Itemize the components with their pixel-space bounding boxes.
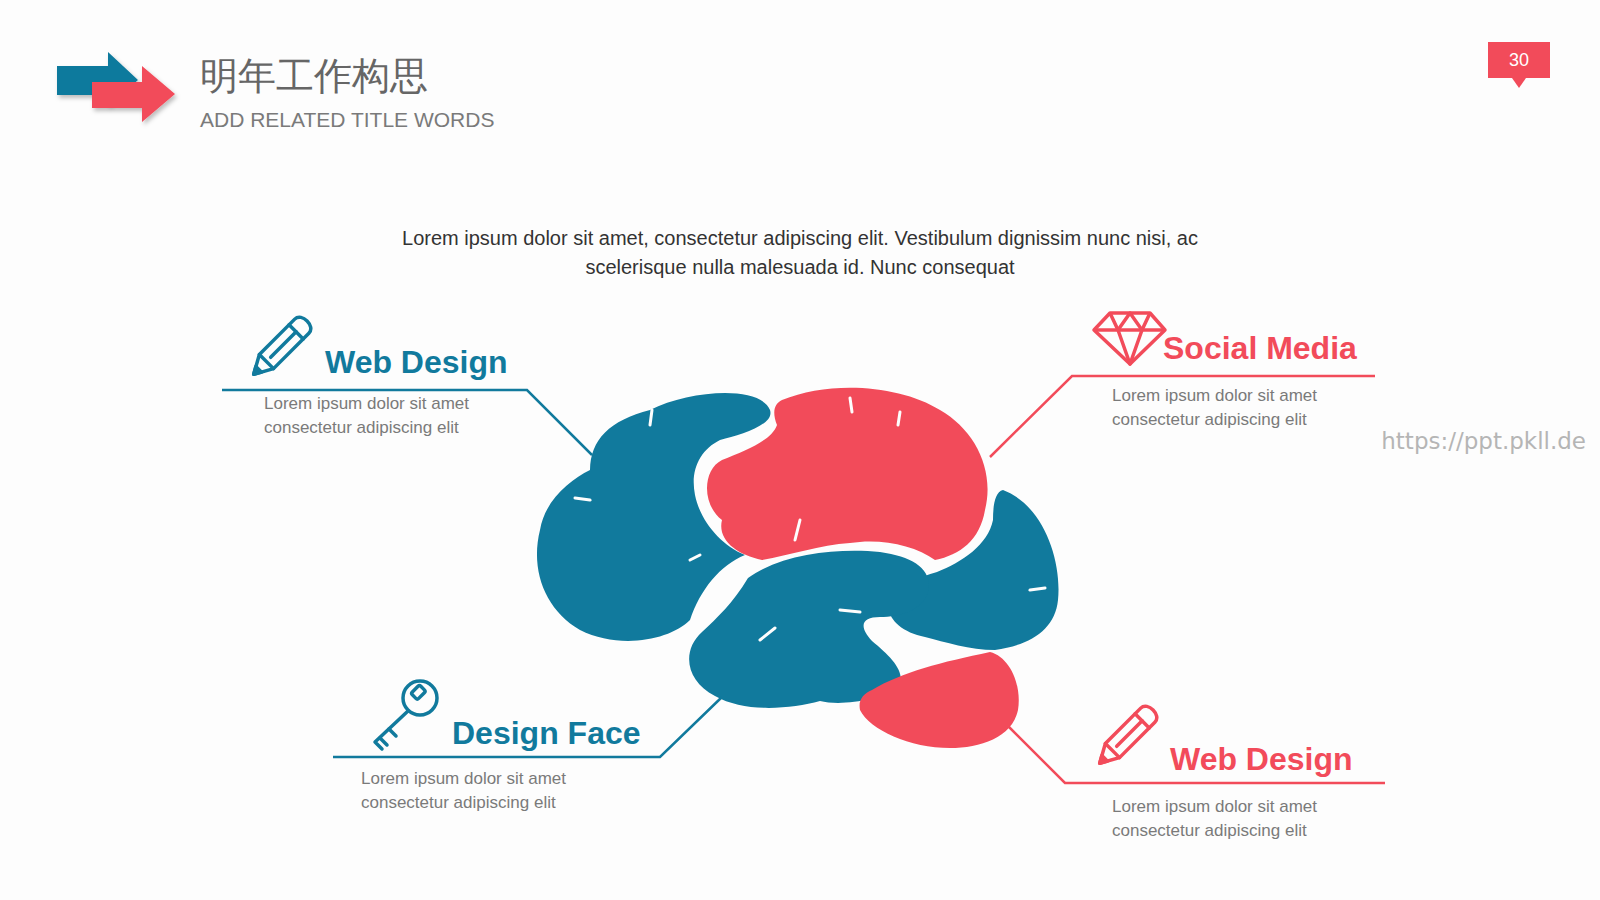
callout-heading: Web Design	[325, 345, 508, 380]
cerebellum	[860, 652, 1019, 748]
leader-line	[1008, 726, 1385, 783]
callout-heading: Web Design	[1170, 742, 1353, 777]
page-tag	[1488, 42, 1550, 88]
leader-line	[990, 376, 1375, 457]
key-icon	[375, 681, 437, 749]
page-number: 30	[1488, 42, 1550, 78]
leader-line	[333, 697, 722, 757]
intro-text: Lorem ipsum dolor sit amet, consectetur …	[380, 224, 1220, 282]
watermark: https://ppt.pkll.de	[1381, 428, 1586, 454]
leader-lines	[222, 376, 1385, 783]
diamond-icon	[1094, 313, 1165, 364]
callout: Design FaceLorem ipsum dolor sit amet co…	[333, 716, 641, 815]
callout-heading: Design Face	[452, 716, 641, 751]
callout-body: Lorem ipsum dolor sit amet consectetur a…	[361, 767, 601, 815]
callout: Social MediaLorem ipsum dolor sit amet c…	[1072, 331, 1357, 432]
callout-heading: Social Media	[1163, 331, 1357, 366]
callout-body: Lorem ipsum dolor sit amet consectetur a…	[1112, 795, 1352, 843]
slide-title: 明年工作构思	[200, 56, 428, 98]
parietal-lobe	[707, 388, 988, 560]
subtitle: ADD RELATED TITLE WORDS	[200, 108, 494, 132]
brain	[537, 388, 1059, 748]
pencil-icon	[1093, 703, 1161, 771]
callout-body: Lorem ipsum dolor sit amet consectetur a…	[264, 392, 504, 440]
red-arrow	[92, 66, 175, 122]
brain-folds	[575, 398, 1045, 640]
callout-body: Lorem ipsum dolor sit amet consectetur a…	[1112, 384, 1352, 432]
leader-line	[222, 390, 592, 455]
pencil-icon	[247, 314, 315, 382]
header-arrows	[57, 52, 175, 122]
page-tag-box	[1488, 42, 1550, 78]
page-tag-pointer	[1512, 78, 1526, 88]
callout: Web DesignLorem ipsum dolor sit amet con…	[222, 345, 508, 440]
callout: Web DesignLorem ipsum dolor sit amet con…	[1065, 742, 1353, 843]
